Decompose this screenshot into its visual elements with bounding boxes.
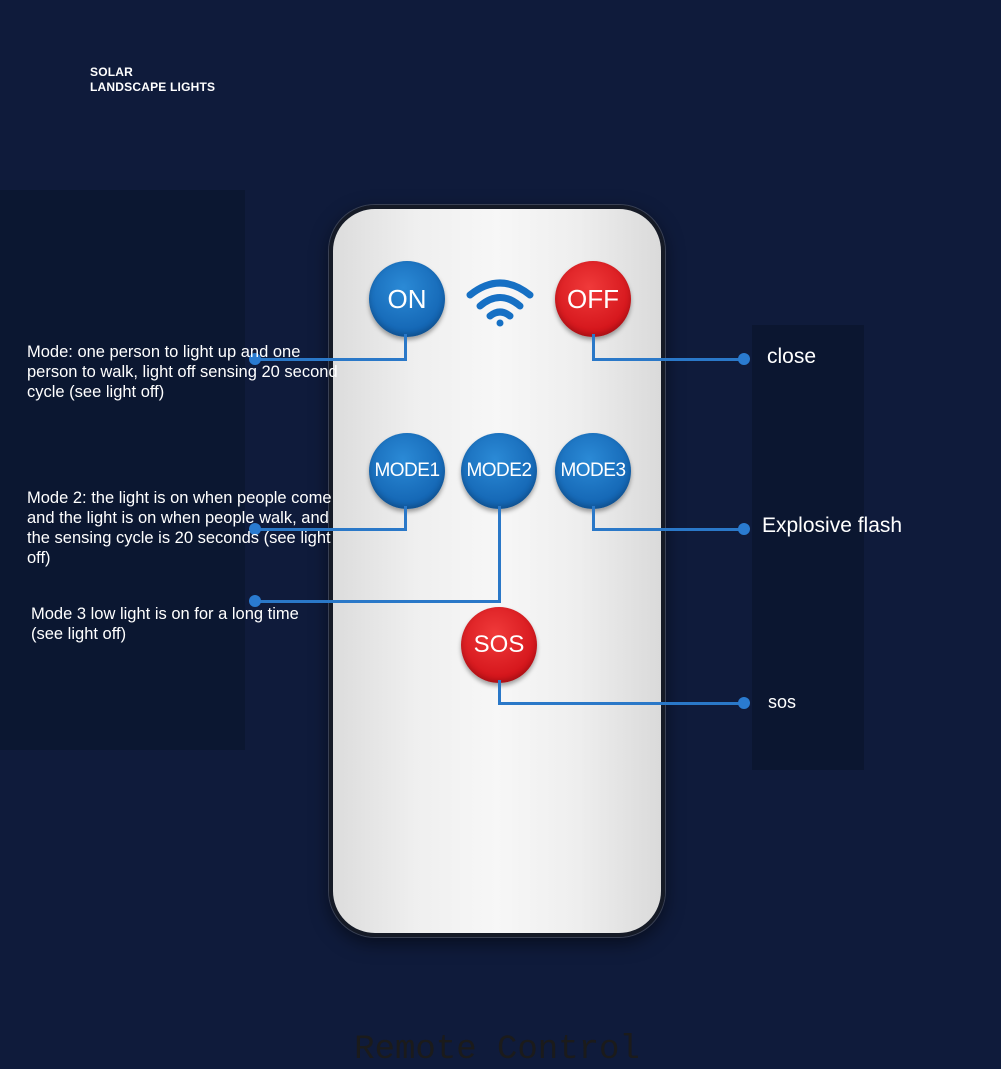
mode3-description: Mode 3 low light is on for a long time (… bbox=[31, 605, 299, 643]
mode3-effect-description: Explosive flash bbox=[762, 514, 903, 537]
connector-line bbox=[592, 358, 744, 361]
connector-line bbox=[592, 334, 595, 360]
connector-line bbox=[592, 528, 744, 531]
right-shadow-panel bbox=[752, 325, 864, 770]
connector-dot bbox=[249, 523, 261, 535]
remote-label: Remote Control bbox=[354, 1031, 640, 1069]
connector-dot bbox=[249, 353, 261, 365]
connector-dot bbox=[738, 523, 750, 535]
off-description: close bbox=[767, 345, 817, 368]
left-shadow-panel bbox=[0, 190, 245, 750]
sos-button[interactable]: SOS bbox=[461, 607, 537, 683]
connector-line bbox=[592, 506, 595, 530]
brand-logo: SOLAR LANDSCAPE LIGHTS bbox=[90, 65, 215, 95]
brand-line-2: LANDSCAPE LIGHTS bbox=[90, 80, 216, 94]
connector-dot bbox=[738, 697, 750, 709]
connector-line bbox=[255, 528, 407, 531]
connector-dot bbox=[738, 353, 750, 365]
on-button[interactable]: ON bbox=[369, 261, 445, 337]
brand-line-1: SOLAR bbox=[90, 65, 133, 79]
connector-line bbox=[255, 358, 407, 361]
mode2-button[interactable]: MODE2 bbox=[461, 433, 537, 509]
wifi-signal-icon bbox=[466, 279, 534, 327]
mode1-description: Mode: one person to light up and one per… bbox=[27, 343, 338, 401]
connector-line bbox=[404, 506, 407, 530]
mode3-button[interactable]: MODE3 bbox=[555, 433, 631, 509]
connector-line bbox=[498, 506, 501, 602]
mode1-button[interactable]: MODE1 bbox=[369, 433, 445, 509]
connector-dot bbox=[249, 595, 261, 607]
off-button[interactable]: OFF bbox=[555, 261, 631, 337]
connector-line bbox=[255, 600, 501, 603]
mode2-description: Mode 2: the light is on when people come… bbox=[27, 489, 332, 567]
sos-description: sos bbox=[768, 692, 797, 712]
remote-control: ON OFF MODE1 MODE2 MODE3 SOS Remote Cont… bbox=[329, 205, 665, 1069]
connector-line bbox=[498, 702, 744, 705]
connector-line bbox=[404, 334, 407, 360]
connector-line bbox=[498, 680, 501, 704]
